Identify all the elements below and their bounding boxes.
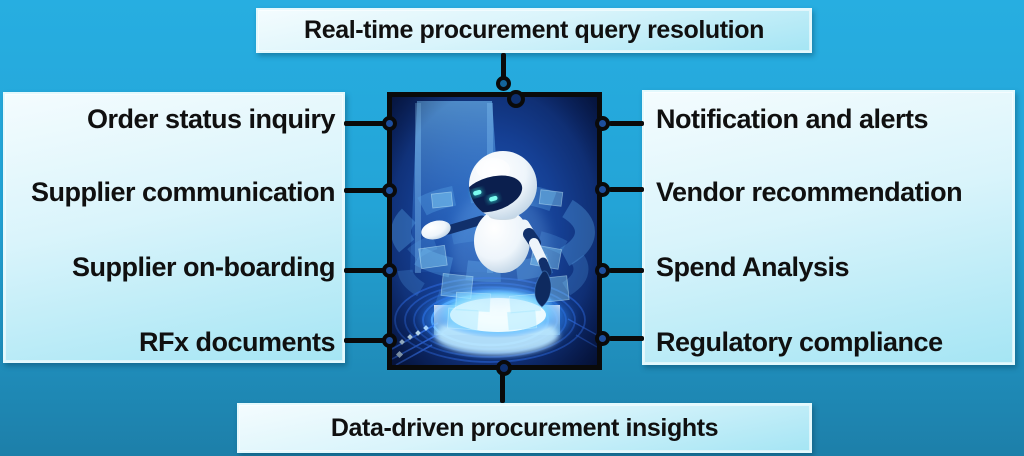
connector-right-4 <box>609 336 644 341</box>
right-panel: Notification and alerts Vendor recommend… <box>642 90 1015 365</box>
left-item-supplier-on-boarding: Supplier on-boarding <box>72 252 335 282</box>
left-item-rfx-documents: RFx documents <box>138 327 336 357</box>
node-ring-icon <box>496 360 512 376</box>
node-ring-icon <box>496 76 511 91</box>
node-ring-icon <box>595 116 610 131</box>
connector-bottom <box>500 370 505 403</box>
node-ring-icon <box>382 333 397 348</box>
connector-left-2 <box>344 188 384 193</box>
connector-left-1 <box>344 121 384 126</box>
bottom-banner: Data-driven procurement insights <box>237 403 812 453</box>
connector-right-2 <box>609 187 644 192</box>
node-ring-icon <box>382 183 397 198</box>
connector-top <box>501 53 506 80</box>
connector-right-1 <box>609 121 644 126</box>
top-banner: Real-time procurement query resolution <box>256 8 812 53</box>
node-ring-icon <box>595 331 610 346</box>
right-item-spend-analysis: Spend Analysis <box>656 252 850 282</box>
connector-left-4 <box>344 338 384 343</box>
node-ring-icon <box>595 182 610 197</box>
node-ring-icon <box>382 263 397 278</box>
right-item-regulatory-compliance: Regulatory compliance <box>656 327 943 357</box>
chatbot-hologram-art <box>392 97 597 365</box>
connector-left-3 <box>344 268 384 273</box>
bottom-banner-label: Data-driven procurement insights <box>330 413 719 442</box>
right-item-vendor-recommendation: Vendor recommendation <box>656 177 963 207</box>
left-item-supplier-communication: Supplier communication <box>30 177 336 207</box>
connector-right-3 <box>609 268 644 273</box>
left-panel: Order status inquiry Supplier communicat… <box>3 92 345 363</box>
chatbot-hologram-illustration <box>387 92 602 370</box>
node-ring-icon <box>507 90 525 108</box>
right-item-notification-and-alerts: Notification and alerts <box>656 104 929 134</box>
node-ring-icon <box>382 116 397 131</box>
node-ring-icon <box>595 263 610 278</box>
left-item-order-status-inquiry: Order status inquiry <box>86 104 336 134</box>
top-banner-label: Real-time procurement query resolution <box>304 16 764 44</box>
